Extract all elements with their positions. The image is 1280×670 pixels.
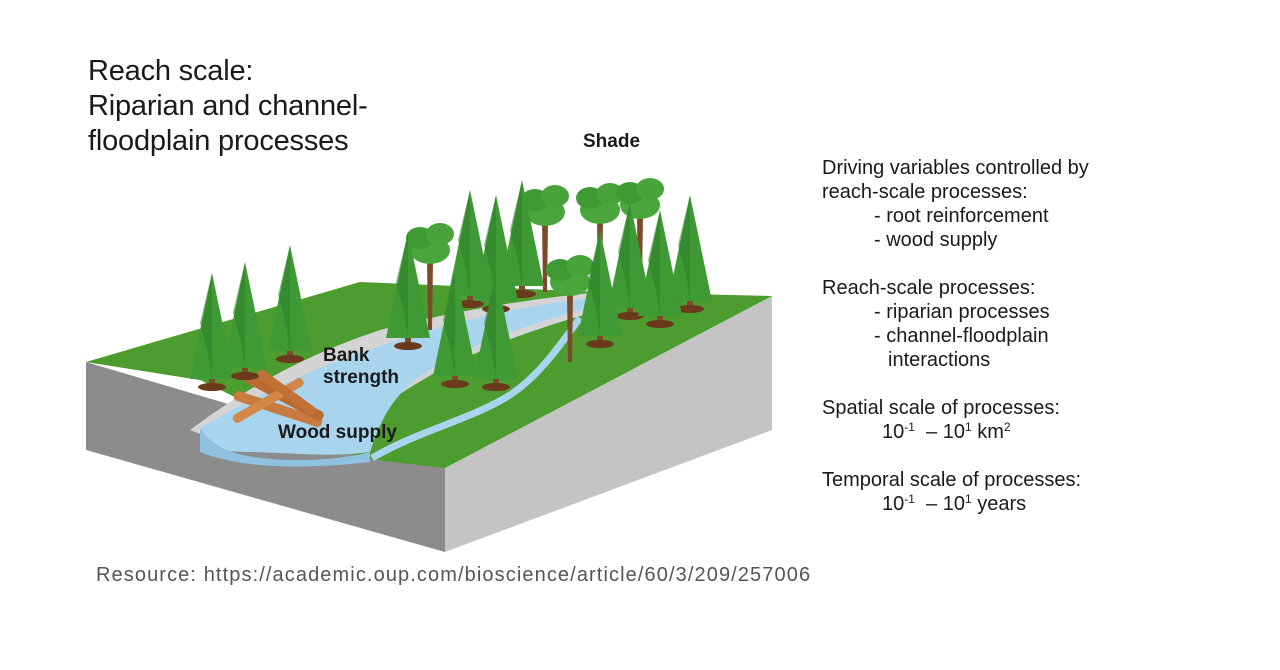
wood-supply-label: Wood supply bbox=[278, 422, 397, 443]
shade-label: Shade bbox=[583, 131, 641, 152]
spatial-scale-block: Spatial scale of processes: 10-1 – 101 k… bbox=[822, 396, 1262, 444]
spatial-exp-high: 1 bbox=[964, 420, 972, 434]
water-cross-section bbox=[200, 428, 370, 467]
bank-strength-line-2: strength bbox=[323, 367, 399, 388]
spatial-range: 10-1 – 101 km2 bbox=[822, 420, 1262, 444]
title-line-1: Reach scale: bbox=[88, 55, 254, 87]
title-line-2: Riparian and channel- bbox=[88, 90, 368, 122]
info-panel: Driving variables controlled by reach-sc… bbox=[822, 156, 1262, 540]
temporal-unit: years bbox=[977, 493, 1027, 515]
block-front-face bbox=[86, 362, 445, 552]
temporal-base: 10 bbox=[882, 493, 905, 515]
bank-strength-label: Bank strength bbox=[323, 345, 399, 389]
resource-citation: Resource: https://academic.oup.com/biosc… bbox=[96, 564, 812, 586]
temporal-exp-high: 1 bbox=[964, 492, 972, 506]
reach-processes-block: Reach-scale processes: - riparian proces… bbox=[822, 276, 1262, 372]
processes-heading: Reach-scale processes: bbox=[822, 277, 1036, 299]
spatial-dash: – 10 bbox=[926, 421, 965, 443]
driving-item: - wood supply bbox=[874, 229, 998, 251]
driving-item: - root reinforcement bbox=[874, 205, 1049, 227]
temporal-dash: – 10 bbox=[926, 493, 965, 515]
side-channel bbox=[370, 315, 583, 462]
spatial-base: 10 bbox=[882, 421, 905, 443]
block-side-face bbox=[445, 296, 772, 552]
temporal-range: 10-1 – 101 years bbox=[822, 492, 1262, 516]
spatial-unit-exp: 2 bbox=[1003, 420, 1011, 434]
temporal-heading: Temporal scale of processes: bbox=[822, 469, 1082, 491]
title-line-3: floodplain processes bbox=[88, 125, 349, 157]
wood-logs bbox=[232, 369, 324, 427]
spatial-heading: Spatial scale of processes: bbox=[822, 397, 1060, 419]
temporal-exp-low: -1 bbox=[904, 492, 915, 506]
page-title: Reach scale: Riparian and channel- flood… bbox=[88, 54, 368, 159]
processes-item: - channel-floodplain bbox=[874, 325, 1049, 347]
spatial-unit: km bbox=[977, 421, 1004, 443]
driving-heading-line-1: Driving variables controlled by bbox=[822, 157, 1089, 179]
temporal-scale-block: Temporal scale of processes: 10-1 – 101 … bbox=[822, 468, 1262, 516]
spatial-exp-low: -1 bbox=[904, 420, 915, 434]
processes-item-continuation: interactions bbox=[888, 349, 991, 371]
processes-item: - riparian processes bbox=[874, 301, 1050, 323]
driving-variables-block: Driving variables controlled by reach-sc… bbox=[822, 156, 1262, 252]
bank-strength-line-1: Bank bbox=[323, 345, 370, 366]
driving-heading-line-2: reach-scale processes: bbox=[822, 181, 1028, 203]
